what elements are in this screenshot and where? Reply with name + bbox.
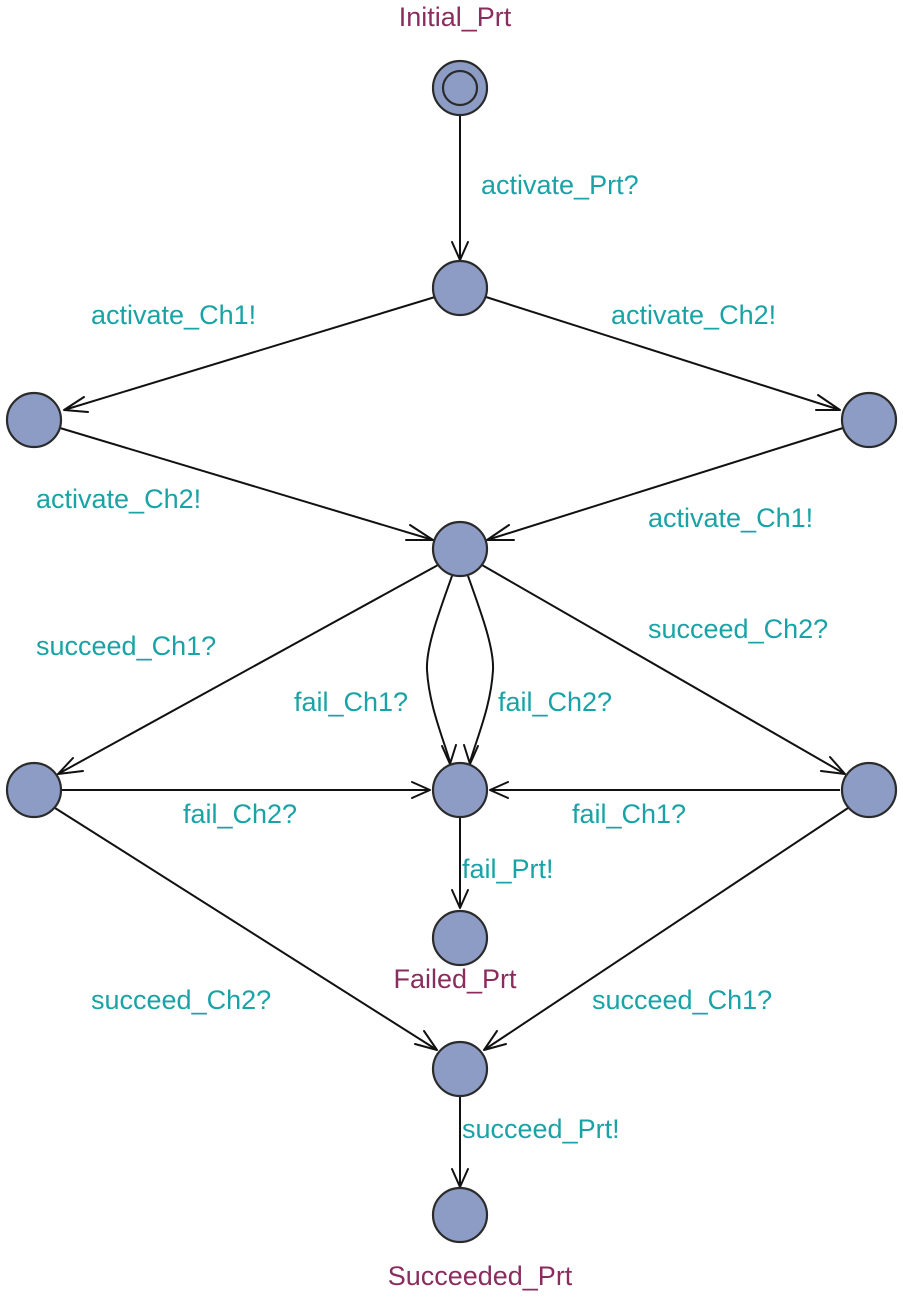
arrowhead-ch1-succeeded-to-failing (411, 781, 431, 799)
edge-label-e2: activate_Ch1! (91, 300, 256, 330)
edges (54, 115, 849, 1187)
state-failed (431, 909, 489, 967)
state-name-failed: Failed_Prt (393, 964, 517, 994)
state-ch1-active (5, 391, 63, 449)
state-succeeding (431, 1040, 489, 1098)
arrowhead-ch1-active-to-both-active (405, 524, 434, 541)
arrowhead-both-active-to-ch1-succeeded (57, 757, 84, 775)
edge-ch1-succeeded-to-succeeding (54, 807, 438, 1051)
state-failing (431, 761, 489, 819)
state-names: Initial_Prt Failed_Prt Succeeded_Prt (388, 2, 573, 1291)
edge-both-active-to-ch1-succeeded (57, 564, 439, 775)
arrowheads (57, 241, 846, 1188)
edge-label-e11: fail_Ch1? (572, 799, 686, 829)
edge-ch1-active-to-both-active (59, 427, 434, 541)
arrowhead-activated-to-ch1-active (63, 396, 89, 413)
states (5, 59, 898, 1244)
edge-label-e5: activate_Ch1! (648, 503, 813, 533)
arrowhead-failing-to-failed (451, 889, 469, 909)
state-name-succeeded: Succeeded_Prt (388, 1261, 573, 1291)
arrowhead-ch1-succeeded-to-succeeding (414, 1030, 438, 1051)
edge-label-e3: activate_Ch2! (611, 300, 776, 330)
edge-label-e7: succeed_Ch2? (648, 614, 828, 644)
arrowhead-both-active-to-failing-ch2 (463, 744, 479, 765)
arrowhead-ch2-active-to-both-active (486, 524, 515, 541)
edge-label-e13: succeed_Ch2? (91, 985, 271, 1015)
edge-activated-to-ch2-active (485, 296, 841, 411)
edge-label-e4: activate_Ch2! (36, 484, 201, 514)
edge-label-e10: fail_Ch2? (183, 799, 297, 829)
edge-both-active-to-ch2-succeeded (481, 564, 846, 775)
state-activated (431, 259, 489, 317)
edge-label-e15: succeed_Prt! (462, 1114, 620, 1144)
edge-label-e12: fail_Prt! (462, 854, 554, 884)
edge-label-e14: succeed_Ch1? (592, 985, 772, 1015)
state-ch2-succeeded (840, 761, 898, 819)
edge-label-e6: succeed_Ch1? (36, 631, 216, 661)
edge-label-e8: fail_Ch1? (294, 687, 408, 717)
edge-ch2-succeeded-to-succeeding (483, 807, 849, 1051)
state-succeeded (431, 1186, 489, 1244)
edge-label-e9: fail_Ch2? (498, 687, 612, 717)
arrowhead-both-active-to-failing-ch1 (441, 744, 457, 765)
edge-labels: activate_Prt? activate_Ch1! activate_Ch2… (36, 170, 828, 1144)
state-both-active (431, 520, 489, 578)
edge-label-e1: activate_Prt? (481, 170, 639, 200)
edge-both-active-to-failing-ch1 (425, 575, 453, 763)
edge-activated-to-ch1-active (63, 296, 436, 411)
arrowhead-both-active-to-ch2-succeeded (820, 756, 846, 775)
state-ch1-succeeded (5, 761, 63, 819)
edge-both-active-to-failing-ch2 (467, 575, 495, 763)
state-ch2-active (840, 391, 898, 449)
arrowhead-ch2-succeeded-to-failing (489, 781, 509, 799)
state-initial (431, 59, 489, 117)
state-name-initial: Initial_Prt (399, 2, 512, 32)
edge-ch2-active-to-both-active (486, 427, 844, 541)
arrowhead-activated-to-ch2-active (815, 394, 841, 411)
arrowhead-ch2-succeeded-to-succeeding (483, 1030, 507, 1051)
